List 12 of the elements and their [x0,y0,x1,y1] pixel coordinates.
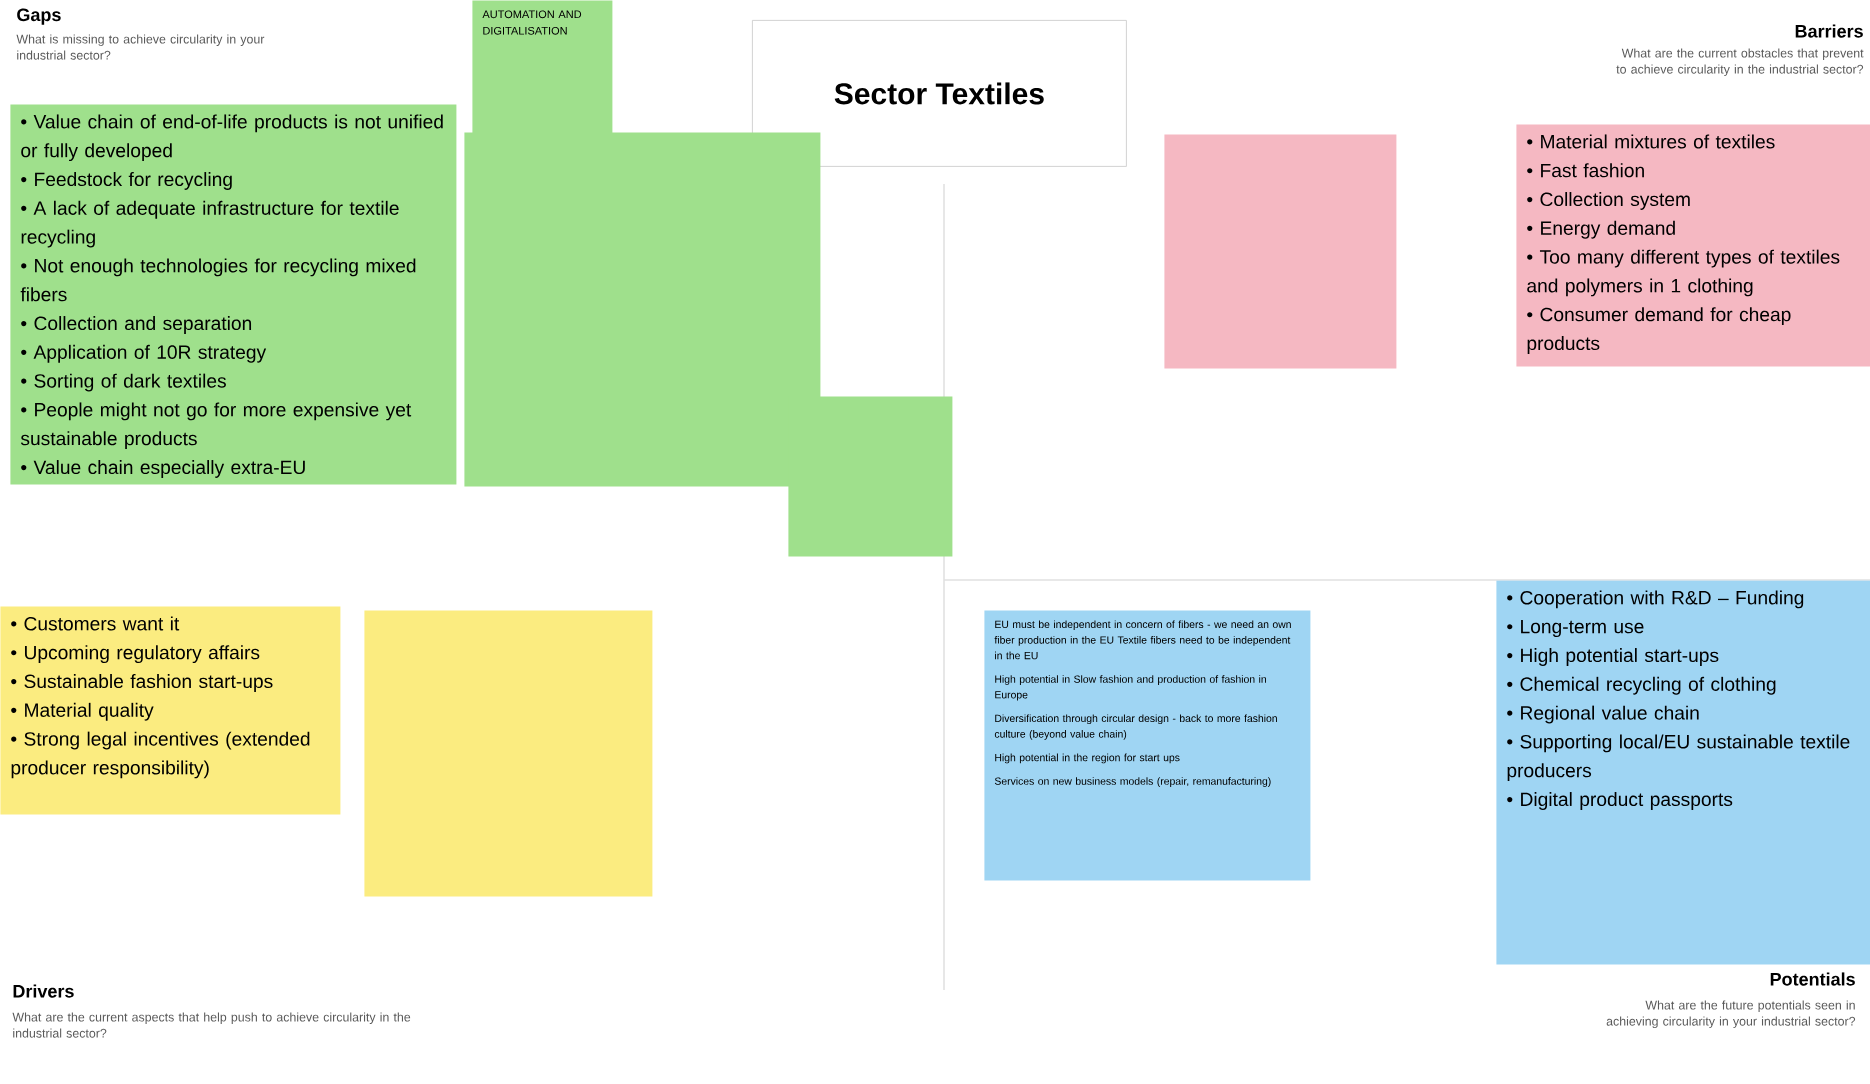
sticky-note: • Material mixtures of textiles • Fast fashion • Collection system • Energy demand • Too many different types of textiles and polymers in 1 clothing • Consumer demand for cheap products [1516,124,1870,367]
quadrant-heading: Drivers [13,984,74,998]
sticky-note [464,132,821,487]
sticky-note [1164,134,1397,369]
sticky-note [788,396,953,557]
sticky-note [364,610,653,897]
quadrant-heading: Barriers [1795,24,1863,38]
sticky-note: • Value chain of end-of-life products is not unified or fully developed • Feedstock for recycling • A lack of adequate infrastructure for textile recycling • Not enough technologies for recycling mixed fibers • Collection and separation • Application of 10R strategy • Sorting of dark textiles • People might not go for more expensive yet sustainable products • Value chain especially extra-EU [10,104,457,485]
quadrant-heading: Gaps [17,8,61,25]
title-box: Sector Textiles [752,20,1127,167]
sticky-note: • Customers want it • Upcoming regulatory affairs • Sustainable fashion start-ups • Material quality • Strong legal incentives (extended producer responsibility) [0,606,341,815]
sticky-note: • Cooperation with R&D – Funding • Long-term use • High potential start-ups • Chemical recycling of clothing • Regional value chain • Supporting local/EU sustainable textile producers • Digital product passports [1496,580,1870,965]
